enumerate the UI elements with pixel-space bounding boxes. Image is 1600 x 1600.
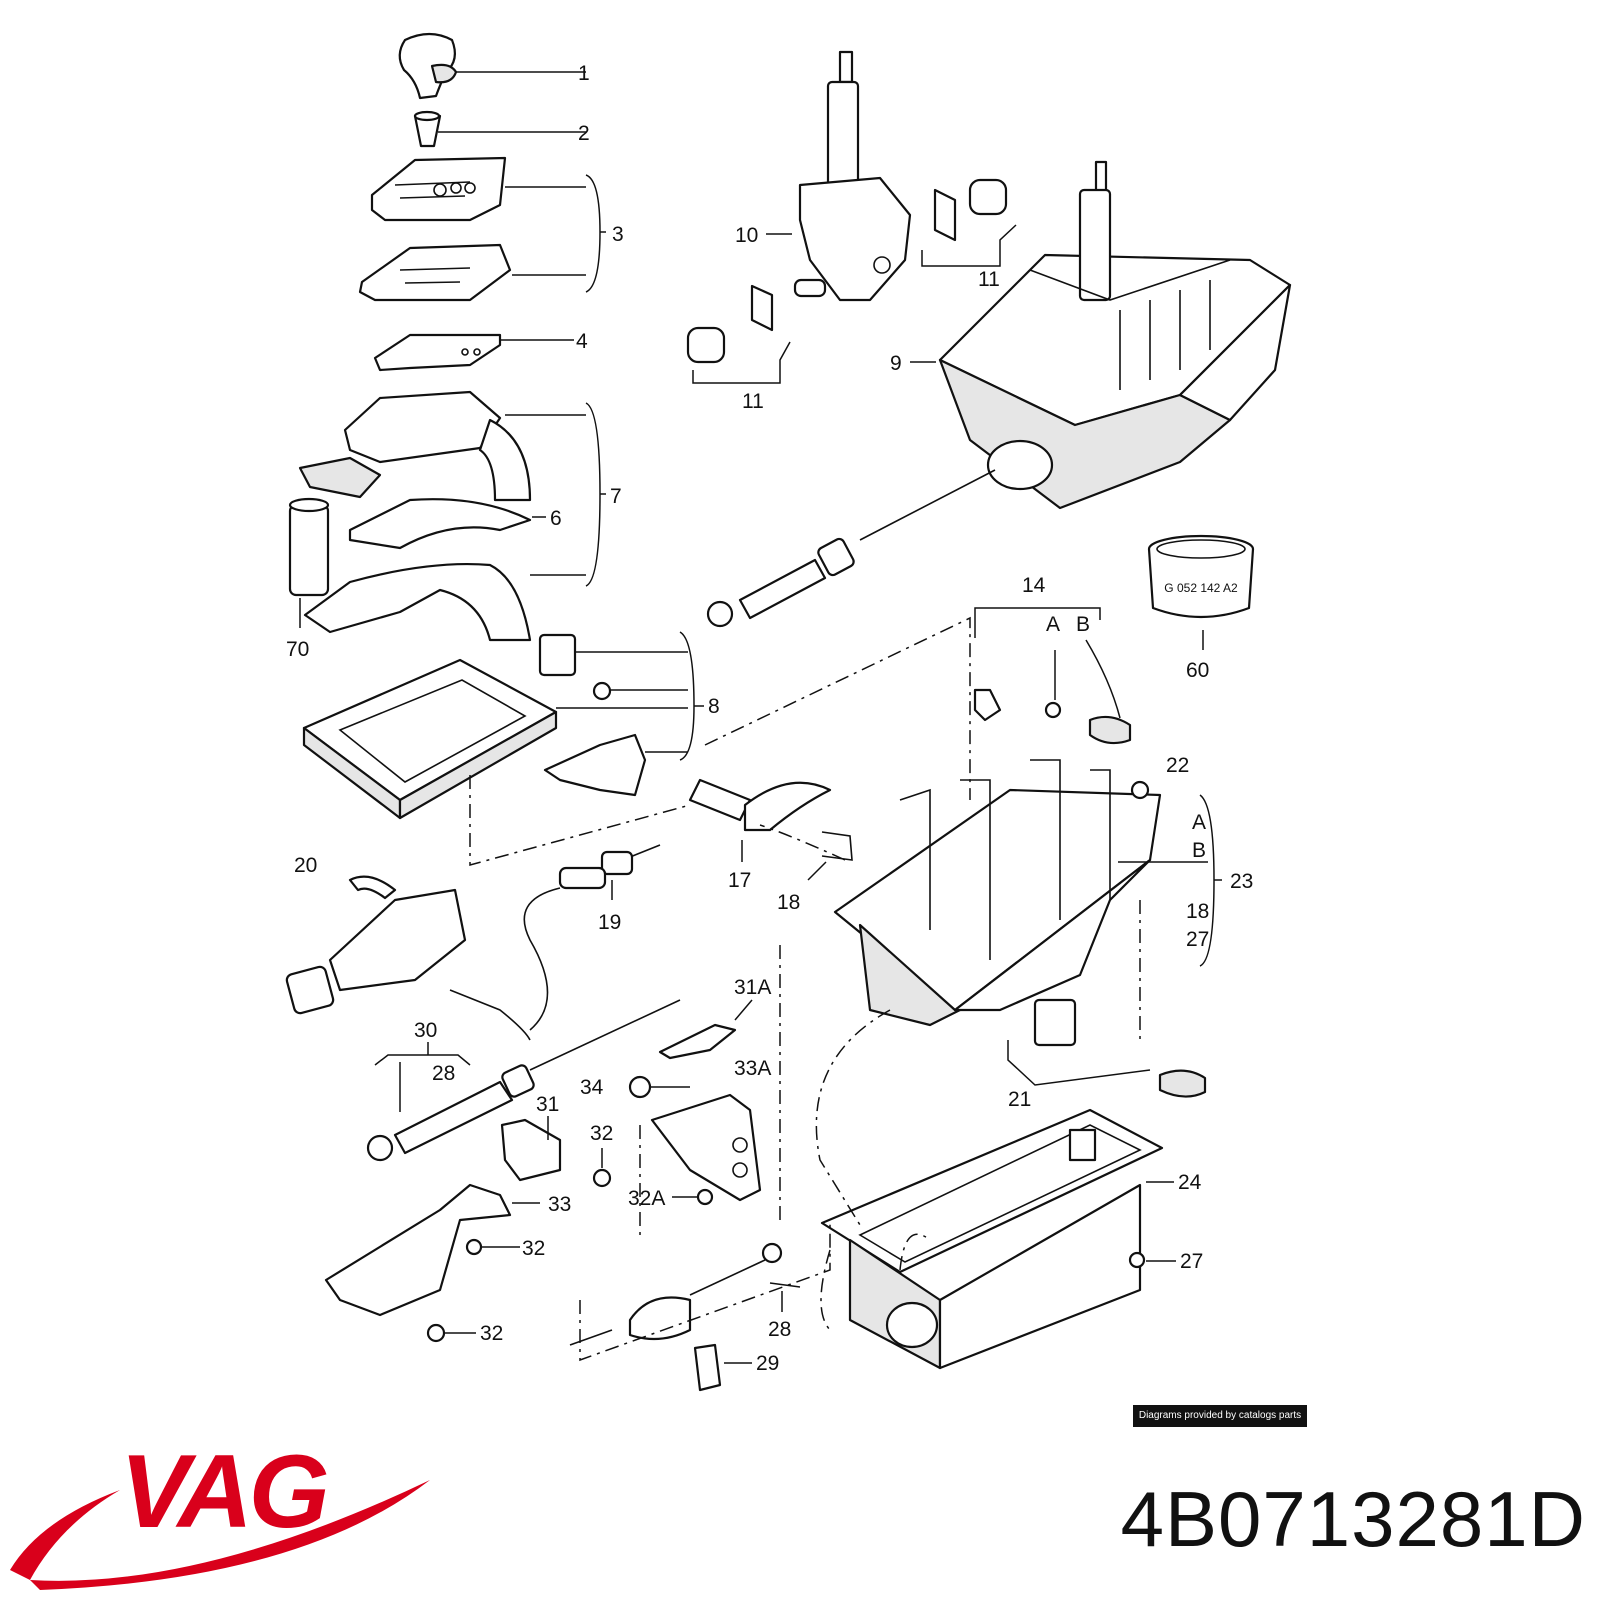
pill-marking: G 052 142 A2 — [1164, 581, 1238, 595]
label-31: 31 — [536, 1093, 559, 1116]
part-gate-cover — [358, 156, 606, 302]
part-selector-lever — [766, 50, 912, 302]
label-18: 18 — [777, 891, 800, 914]
label-17: 17 — [728, 869, 751, 892]
label-B-right: B — [1192, 839, 1206, 862]
label-B-top: B — [1076, 613, 1090, 636]
label-27-right: 27 — [1186, 928, 1209, 951]
part-bottom-tray — [820, 1108, 1176, 1370]
brand-logo-text: VAG — [120, 1434, 330, 1550]
part-selector-housing — [910, 160, 1292, 510]
part-ignition-lock — [285, 875, 561, 1041]
label-10: 10 — [735, 224, 758, 247]
label-32b: 32 — [522, 1237, 545, 1260]
label-3: 3 — [612, 223, 624, 246]
label-20: 20 — [294, 854, 317, 877]
part-bushings — [686, 178, 1017, 384]
label-70: 70 — [286, 638, 309, 661]
part-cylinder — [288, 497, 330, 628]
label-19: 19 — [598, 911, 621, 934]
label-2: 2 — [578, 122, 590, 145]
label-A-right: A — [1192, 811, 1206, 834]
part-trim-housing — [298, 390, 606, 642]
label-9: 9 — [890, 352, 902, 375]
label-21: 21 — [1008, 1088, 1031, 1111]
label-8: 8 — [708, 695, 720, 718]
brand-swoosh — [10, 1480, 430, 1590]
label-34: 34 — [580, 1076, 604, 1099]
label-60: 60 — [1186, 659, 1209, 682]
label-22: 22 — [1166, 754, 1189, 777]
part-selector-rod — [688, 778, 832, 862]
label-23: 23 — [1230, 870, 1253, 893]
part-ring-60: G 052 142 A2 — [1147, 534, 1255, 650]
part-indicator-board — [373, 333, 574, 372]
label-29: 29 — [756, 1352, 779, 1375]
label-7: 7 — [610, 485, 622, 508]
callout-labels: 1 2 3 4 6 7 70 8 9 10 11 11 14 A B 60 22… — [286, 62, 1253, 1375]
label-11a: 11 — [978, 268, 1000, 291]
label-33A: 33A — [734, 1057, 771, 1080]
label-6: 6 — [550, 507, 562, 530]
part-lower-linkage — [569, 1242, 801, 1392]
label-33: 33 — [548, 1193, 571, 1216]
part-cable-end — [558, 844, 661, 900]
label-32: 32 — [590, 1122, 613, 1145]
part-shift-knob — [398, 32, 586, 100]
label-4: 4 — [576, 330, 588, 353]
label-1: 1 — [578, 62, 590, 85]
label-14: 14 — [1022, 574, 1046, 597]
part-knob-sleeve — [413, 110, 586, 148]
part-number: 4B0713281D — [1120, 1475, 1586, 1563]
label-18-right: 18 — [1186, 900, 1209, 923]
construction-lines — [469, 616, 1141, 1362]
label-11b: 11 — [742, 390, 764, 413]
part-brackets — [324, 945, 781, 1343]
label-28: 28 — [432, 1062, 455, 1085]
part-clip-18 — [807, 831, 853, 881]
label-28b: 28 — [768, 1318, 791, 1341]
diagram-credit: Diagrams provided by catalogs parts — [1133, 1405, 1307, 1427]
part-lower-cable — [366, 999, 681, 1162]
label-32c: 32 — [480, 1322, 503, 1345]
label-30: 30 — [414, 1019, 437, 1042]
part-base-frame — [302, 631, 704, 820]
part-selector-cable — [706, 469, 996, 628]
part-shifter-mechanism — [833, 607, 1222, 1098]
label-27: 27 — [1180, 1250, 1203, 1273]
label-24: 24 — [1178, 1171, 1202, 1194]
label-31A: 31A — [734, 976, 771, 999]
label-32A: 32A — [628, 1187, 665, 1210]
label-A-top: A — [1046, 613, 1060, 636]
